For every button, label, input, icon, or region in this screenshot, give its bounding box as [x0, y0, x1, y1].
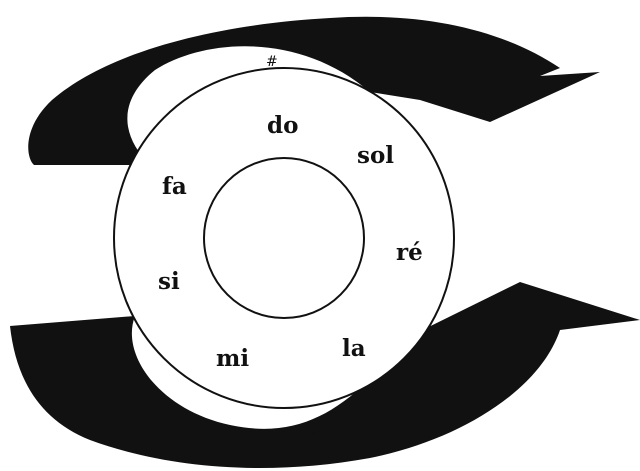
- note-re: ré: [396, 239, 423, 266]
- note-la: la: [342, 335, 366, 362]
- note-do: do: [267, 112, 298, 139]
- note-mi: mi: [216, 345, 249, 372]
- note-si: si: [158, 268, 180, 295]
- flat-symbol: b: [310, 423, 319, 439]
- sharp-symbol: #: [266, 54, 278, 70]
- inner-circle: [204, 158, 364, 318]
- note-fa: fa: [162, 173, 187, 200]
- note-sol: sol: [357, 142, 394, 169]
